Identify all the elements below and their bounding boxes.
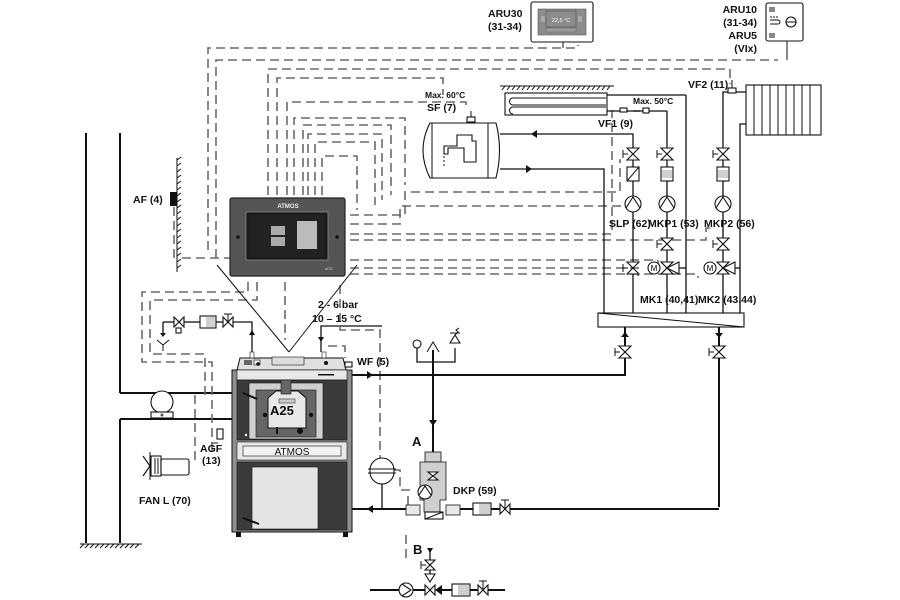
ground-hatch bbox=[79, 543, 140, 549]
vf2-sensor bbox=[727, 87, 737, 94]
mk2-label: MK2 (43,44) bbox=[698, 294, 756, 306]
wf-label: WF (5) bbox=[357, 356, 389, 368]
flow-arrow bbox=[531, 130, 537, 138]
boiler-model-label: A25 bbox=[270, 403, 294, 418]
mk1-motor-icon bbox=[647, 261, 661, 275]
sf-label: SF (7) bbox=[427, 102, 456, 114]
cold-water-inlet bbox=[320, 325, 382, 352]
slp-pump-icon bbox=[624, 195, 642, 213]
mkp2-pump-icon bbox=[714, 195, 732, 213]
outdoor-wall bbox=[176, 156, 182, 272]
aru30-terminals: (31-34) bbox=[488, 21, 522, 33]
agf-label: AGF bbox=[200, 443, 223, 455]
vf1-max-label: Max. 50°C bbox=[633, 96, 673, 106]
variant-b-mixing-group bbox=[370, 548, 505, 598]
thermostat-limit bbox=[642, 107, 650, 114]
cooling-valve-group bbox=[156, 313, 255, 352]
vf1-label: VF1 (9) bbox=[598, 118, 633, 130]
flue-damper bbox=[150, 390, 174, 419]
boiler-a25 bbox=[231, 351, 353, 537]
agf-sensor bbox=[216, 428, 224, 440]
hydraulic-manifold bbox=[597, 312, 745, 507]
controller-brand: ATMOS bbox=[277, 204, 298, 210]
control-wiring bbox=[141, 45, 778, 560]
callout-line bbox=[216, 264, 290, 353]
callout-line bbox=[288, 264, 358, 353]
dhw-tank bbox=[422, 122, 501, 179]
dkp-label: DKP (59) bbox=[453, 485, 497, 497]
aru10-label: ARU10 bbox=[723, 4, 758, 16]
sf-sensor bbox=[466, 116, 476, 123]
vf2-label: VF2 (11) bbox=[688, 79, 728, 91]
aru30-room-unit: 22,5 °C bbox=[530, 1, 594, 43]
sf-max-label: Max. 60°C bbox=[425, 90, 465, 100]
floor-heating-loop bbox=[500, 85, 687, 313]
mkp1-branch: M bbox=[647, 111, 686, 313]
wf-sensor bbox=[344, 361, 353, 368]
mk2-motor-symbol: M bbox=[707, 264, 714, 273]
expansion-vessel bbox=[369, 457, 395, 485]
aru10-room-unit bbox=[765, 2, 804, 42]
mkp1-label: MKP1 (53) bbox=[648, 218, 699, 230]
agf-terminals: (13) bbox=[202, 455, 221, 467]
main-controller: ATMOS ACD bbox=[229, 197, 346, 277]
water-temperature-label: 10 – 15 °C bbox=[312, 313, 362, 325]
vf1-sensor bbox=[619, 107, 628, 113]
mkp1-pump-icon bbox=[658, 195, 676, 213]
mkp2-label: MKP2 (56) bbox=[704, 218, 755, 230]
controller-model-tag: ACD bbox=[325, 267, 333, 271]
water-pressure-label: 2 - 6 bar bbox=[318, 299, 358, 311]
slp-branch bbox=[622, 147, 642, 313]
boiler-brand-label: ATMOS bbox=[275, 447, 310, 458]
variant-a-label: A bbox=[412, 434, 422, 449]
aru30-label: ARU30 bbox=[488, 8, 523, 20]
aru10-terminals: (31-34) bbox=[723, 17, 757, 29]
radiator bbox=[722, 84, 822, 313]
chimney bbox=[79, 133, 234, 549]
fan-label: FAN L (70) bbox=[139, 495, 191, 507]
mk2-motor-icon bbox=[703, 261, 717, 275]
pressure-gauge-icon bbox=[412, 339, 422, 349]
flow-arrow bbox=[526, 165, 532, 173]
exhaust-fan bbox=[142, 452, 190, 480]
variant-b-label: B bbox=[413, 542, 422, 557]
outdoor-sensor-af bbox=[170, 192, 177, 206]
dkp-pump-group bbox=[405, 451, 461, 520]
dkp-pump-icon bbox=[417, 484, 433, 500]
slp-label: SLP (62) bbox=[609, 218, 651, 230]
mkp2-branch: M bbox=[703, 147, 740, 313]
mk1-label: MK1 (40,41) bbox=[640, 294, 698, 306]
aru30-display-value: 22,5 °C bbox=[552, 18, 570, 24]
aru5-terminals: (VIx) bbox=[734, 43, 757, 55]
mk1-motor-symbol: M bbox=[651, 264, 658, 273]
aru5-label: ARU5 bbox=[728, 30, 757, 42]
boiler-return-pipe bbox=[352, 457, 719, 516]
boiler-flow-pipe bbox=[352, 327, 626, 455]
af-label: AF (4) bbox=[133, 194, 163, 206]
